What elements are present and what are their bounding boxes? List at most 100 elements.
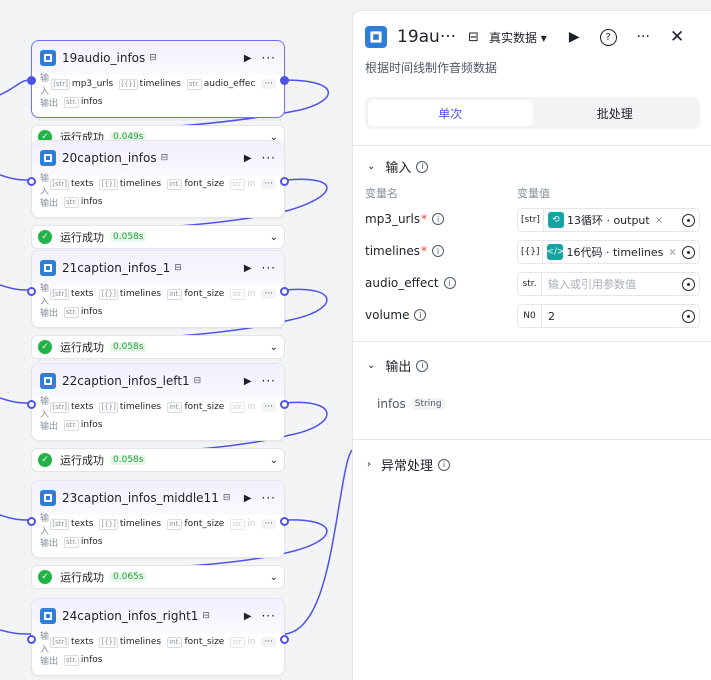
- batch-icon[interactable]: ⊟: [468, 29, 479, 45]
- plugin-icon: [40, 260, 56, 276]
- info-icon[interactable]: i: [432, 245, 445, 257]
- input-tag: [str]texts: [50, 288, 94, 300]
- run-status-bar[interactable]: ✓ 运行成功 0.065s ⌄: [31, 565, 285, 589]
- node-test-panel: 19au··· ⊟ 真实数据 ▾ ▶ ? ··· ✕ 根据时间线制作音频数据 单…: [352, 10, 711, 680]
- run-node-button[interactable]: ▶: [243, 262, 252, 274]
- run-status-bar[interactable]: ✓ 运行成功 0.058s ⌄: [31, 225, 285, 249]
- chevron-down-icon[interactable]: ⌄: [269, 571, 278, 583]
- info-icon[interactable]: i: [443, 277, 456, 289]
- info-icon[interactable]: i: [438, 458, 451, 471]
- workflow-canvas[interactable]: 19audio_infos ⊟ ▶ ··· 输入 [str]mp3_urls […: [0, 0, 352, 680]
- chevron-down-icon[interactable]: ⌄: [367, 360, 376, 371]
- node-title: 21caption_infos_1: [62, 261, 171, 275]
- param-input-mp3-urls[interactable]: [str] ⟲ 13循环 · output ×: [517, 208, 700, 232]
- output-port[interactable]: [280, 400, 289, 409]
- node-more-button[interactable]: ···: [261, 151, 276, 165]
- target-icon[interactable]: [682, 245, 695, 259]
- input-tag: int.font_size: [167, 288, 225, 300]
- output-section-header[interactable]: ⌄ 输出 i: [367, 356, 429, 375]
- reference-chip[interactable]: </> 16代码 · timelines ×: [546, 244, 677, 260]
- more-inputs-button[interactable]: ···: [261, 402, 276, 412]
- info-icon[interactable]: i: [432, 213, 445, 225]
- run-node-button[interactable]: ▶: [243, 492, 252, 504]
- param-input-timelines[interactable]: [{}] </> 16代码 · timelines ×: [517, 240, 700, 264]
- node-title: 19audio_infos: [62, 51, 146, 65]
- param-input-audio-effect[interactable]: str. 输入或引用参数值: [517, 272, 700, 296]
- tab-batch[interactable]: 批处理: [596, 106, 633, 121]
- success-check-icon: ✓: [38, 570, 52, 584]
- chevron-right-icon[interactable]: ›: [367, 459, 371, 470]
- node-more-button[interactable]: ···: [261, 261, 276, 275]
- workflow-node-20caption-infos[interactable]: 20caption_infos ⊟ ▶ ··· 输入 [str]texts [{…: [27, 140, 289, 218]
- data-source-select[interactable]: 真实数据 ▾: [488, 30, 547, 45]
- input-port[interactable]: [27, 287, 36, 296]
- plugin-icon: [40, 608, 56, 624]
- info-icon[interactable]: i: [416, 160, 429, 173]
- input-port[interactable]: [27, 400, 36, 409]
- node-more-button[interactable]: ···: [261, 374, 276, 388]
- node-more-button[interactable]: ···: [261, 491, 276, 505]
- exception-section-header[interactable]: › 异常处理 i: [367, 455, 451, 474]
- panel-more-button[interactable]: ···: [636, 29, 650, 45]
- input-tag: [{}]timelines: [99, 401, 162, 413]
- more-inputs-button[interactable]: ···: [261, 289, 276, 299]
- target-icon[interactable]: [682, 277, 695, 291]
- more-inputs-button[interactable]: ···: [261, 79, 276, 89]
- param-input-volume[interactable]: N0 2: [517, 304, 700, 328]
- success-check-icon: ✓: [38, 453, 52, 467]
- output-port[interactable]: [280, 635, 289, 644]
- input-port[interactable]: [27, 177, 36, 186]
- close-icon[interactable]: ✕: [669, 27, 685, 47]
- panel-header: 19au··· ⊟ 真实数据 ▾ ▶ ? ··· ✕: [365, 25, 699, 49]
- more-inputs-button[interactable]: ···: [261, 179, 276, 189]
- chevron-down-icon[interactable]: ⌄: [367, 161, 376, 172]
- reference-chip[interactable]: ⟲ 13循环 · output ×: [547, 212, 664, 228]
- target-icon[interactable]: [682, 213, 695, 227]
- divider: [353, 145, 711, 146]
- info-icon[interactable]: i: [414, 309, 427, 321]
- workflow-node-22caption-infos-left1[interactable]: 22caption_infos_left1 ⊟ ▶ ··· 输入 [str]te…: [27, 363, 289, 441]
- workflow-node-23caption-infos-middle11[interactable]: 23caption_infos_middle11 ⊟ ▶ ··· 输入 [str…: [27, 480, 289, 558]
- more-inputs-button[interactable]: ···: [261, 519, 276, 529]
- run-node-button[interactable]: ▶: [243, 152, 252, 164]
- node-more-button[interactable]: ···: [261, 609, 276, 623]
- input-tag: [{}]timelines: [99, 636, 162, 648]
- plugin-icon: [365, 26, 387, 48]
- input-tag: [str]mp3_urls: [51, 78, 114, 90]
- tab-single[interactable]: 单次: [368, 100, 533, 126]
- output-port[interactable]: [280, 177, 289, 186]
- more-inputs-button[interactable]: ···: [261, 637, 276, 647]
- workflow-node-19audio-infos[interactable]: 19audio_infos ⊟ ▶ ··· 输入 [str]mp3_urls […: [27, 40, 289, 118]
- plugin-icon: [40, 150, 56, 166]
- run-node-button[interactable]: ▶: [243, 375, 252, 387]
- output-port[interactable]: [280, 517, 289, 526]
- node-title: 20caption_infos: [62, 151, 157, 165]
- output-port[interactable]: [280, 76, 289, 85]
- input-port[interactable]: [27, 517, 36, 526]
- batch-icon: ⊟: [174, 263, 182, 273]
- run-test-button[interactable]: ▶: [568, 29, 580, 45]
- panel-title: 19au···: [397, 27, 457, 47]
- info-icon[interactable]: i: [416, 359, 429, 372]
- input-port[interactable]: [27, 76, 36, 85]
- output-port[interactable]: [280, 287, 289, 296]
- chevron-down-icon[interactable]: ⌄: [269, 454, 278, 466]
- output-tag: str.infos: [64, 196, 103, 208]
- param-label-volume: volume i: [365, 308, 427, 322]
- workflow-node-21caption-infos-1[interactable]: 21caption_infos_1 ⊟ ▶ ··· 输入 [str]texts …: [27, 250, 289, 328]
- run-node-button[interactable]: ▶: [243, 610, 252, 622]
- close-icon[interactable]: ×: [668, 246, 677, 258]
- workflow-node-24caption-infos-right1[interactable]: 24caption_infos_right1 ⊟ ▶ ··· 输入 [str]t…: [27, 598, 289, 676]
- chevron-down-icon[interactable]: ⌄: [269, 131, 278, 143]
- run-status-bar[interactable]: ✓ 运行成功 0.058s ⌄: [31, 335, 285, 359]
- input-port[interactable]: [27, 635, 36, 644]
- chevron-down-icon[interactable]: ⌄: [269, 231, 278, 243]
- target-icon[interactable]: [682, 309, 695, 323]
- close-icon[interactable]: ×: [654, 214, 664, 226]
- help-icon[interactable]: ?: [599, 28, 617, 46]
- chevron-down-icon[interactable]: ⌄: [269, 341, 278, 353]
- node-more-button[interactable]: ···: [261, 51, 276, 65]
- input-section-header[interactable]: ⌄ 输入 i: [367, 157, 429, 176]
- run-node-button[interactable]: ▶: [243, 52, 252, 64]
- run-status-bar[interactable]: ✓ 运行成功 0.058s ⌄: [31, 448, 285, 472]
